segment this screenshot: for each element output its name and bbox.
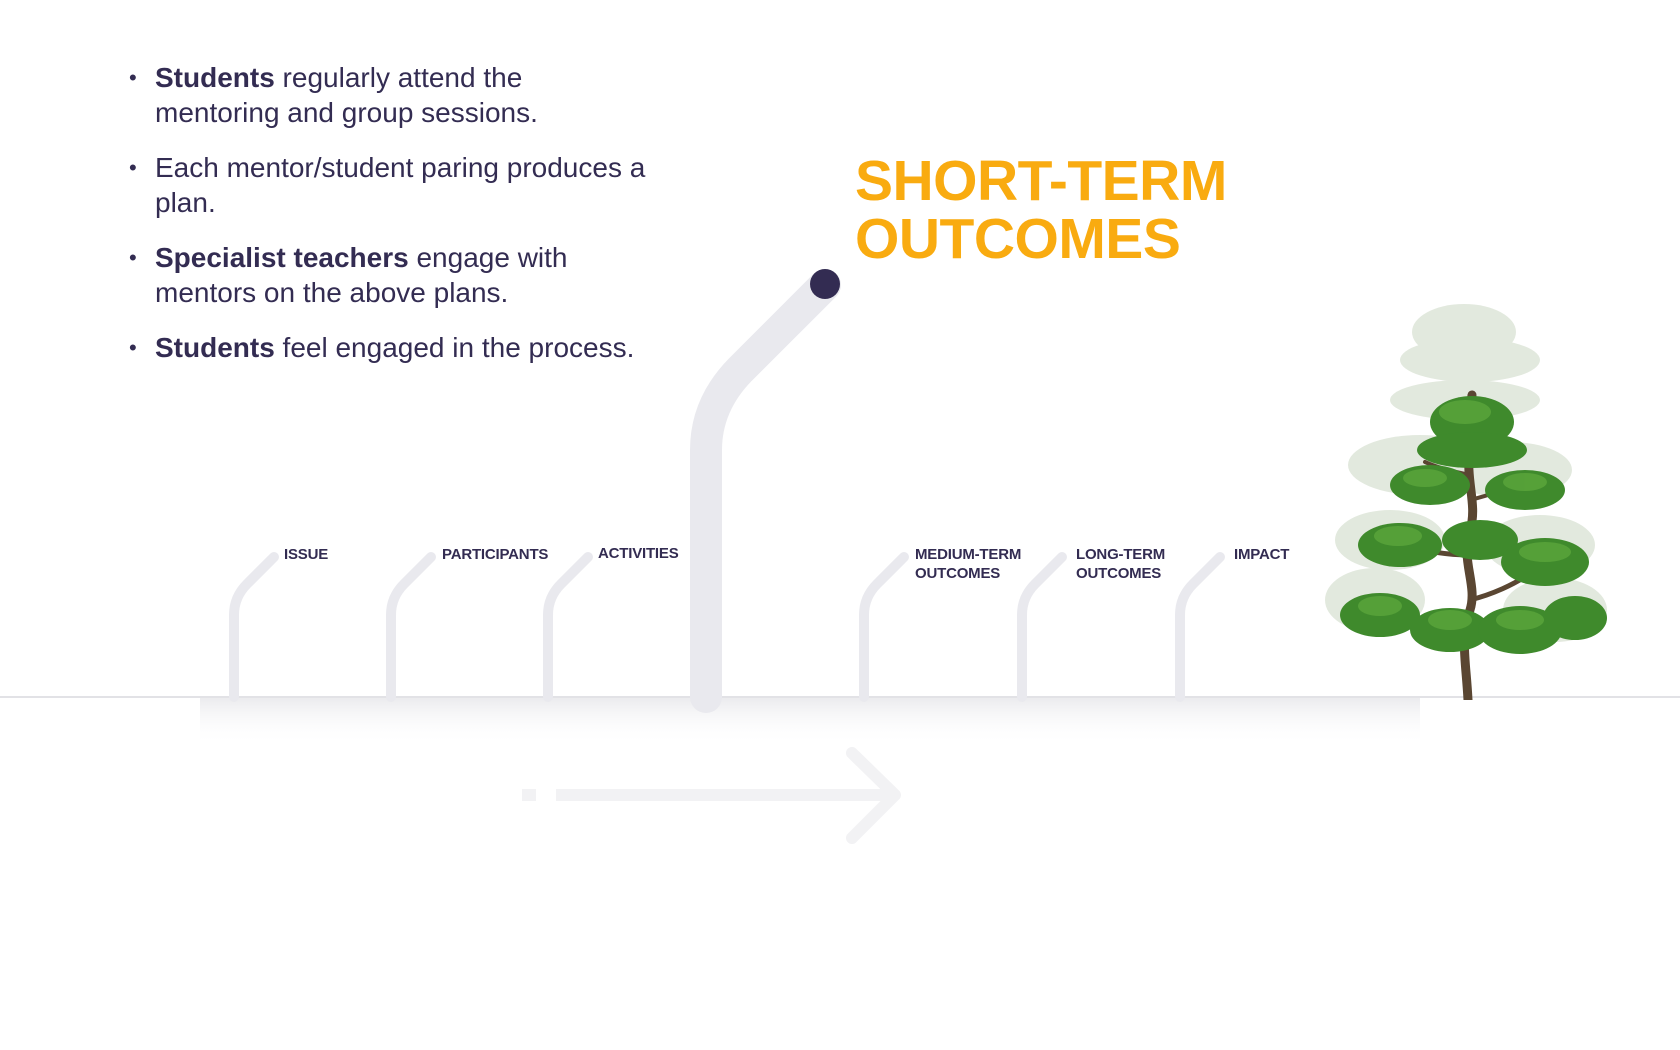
stage-label-impact[interactable]: IMPACT xyxy=(1234,546,1290,563)
active-stage-dot xyxy=(810,269,840,299)
stage-label-medium-term[interactable]: MEDIUM-TERM OUTCOMES xyxy=(915,546,1022,582)
stem-short-term-active xyxy=(690,269,841,713)
list-item: •Students feel engaged in the process. xyxy=(129,332,635,363)
list-item: •Specialist teachers engage with mentors… xyxy=(129,242,568,308)
stage-label-participants[interactable]: PARTICIPANTS xyxy=(442,546,549,563)
right-arrow-icon xyxy=(522,747,901,844)
stem-issue xyxy=(229,552,279,702)
stem-activities xyxy=(543,552,593,702)
stage-label-activities[interactable]: ACTIVITIES xyxy=(598,545,679,562)
list-item: •Each mentor/student paring produces a p… xyxy=(129,152,646,218)
stage-label-long-term[interactable]: LONG-TERM OUTCOMES xyxy=(1076,546,1166,582)
list-item: •Students regularly attend the mentoring… xyxy=(129,62,538,128)
ground-shadow xyxy=(200,697,1420,745)
active-stage-title: SHORT-TERM OUTCOMES xyxy=(855,149,1227,271)
stage-stems xyxy=(229,552,1225,702)
bonsai-tree-icon xyxy=(1325,304,1607,700)
stem-participants xyxy=(386,552,436,702)
short-term-outcomes-list: •Students regularly attend the mentoring… xyxy=(126,60,646,385)
stem-long-term xyxy=(1017,552,1067,702)
stem-impact xyxy=(1175,552,1225,702)
stage-label-issue[interactable]: ISSUE xyxy=(284,546,329,563)
stem-medium-term xyxy=(859,552,909,702)
